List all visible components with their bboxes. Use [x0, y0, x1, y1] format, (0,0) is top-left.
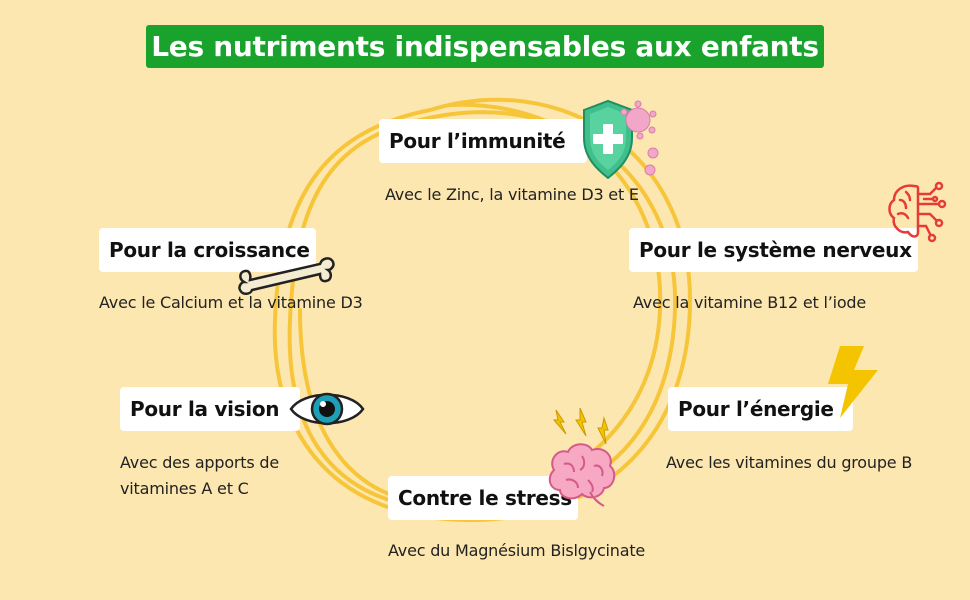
label-energie: Pour l’énergie [668, 387, 853, 431]
label-vision: Pour la vision [120, 387, 300, 431]
desc-vision-line1: Avec des apports de [120, 453, 280, 472]
shield-virus-icon [583, 99, 659, 180]
desc-systeme-nerveux: Avec la vitamine B12 et l’iode [633, 293, 867, 312]
desc-croissance: Avec le Calcium et la vitamine D3 [99, 293, 363, 312]
brain-circuit-icon [888, 181, 947, 243]
desc-vision-line2: vitamines A et C [120, 479, 249, 498]
page-title: Les nutriments indispensables aux enfant… [146, 25, 824, 68]
label-systeme-nerveux: Pour le système nerveux [629, 228, 918, 272]
lightning-icon [828, 346, 878, 418]
desc-vision: Avec des apports de vitamines A et C [120, 450, 279, 502]
desc-immunite: Avec le Zinc, la vitamine D3 et E [385, 185, 639, 204]
desc-energie: Avec les vitamines du groupe B [666, 453, 913, 472]
stressed-brain-icon [548, 408, 616, 507]
bone-icon [238, 257, 335, 295]
label-immunite: Pour l’immunité [379, 119, 587, 163]
eye-icon [289, 392, 365, 426]
label-croissance: Pour la croissance [99, 228, 316, 272]
label-stress: Contre le stress [388, 476, 578, 520]
desc-stress: Avec du Magnésium Bislgycinate [388, 541, 646, 560]
